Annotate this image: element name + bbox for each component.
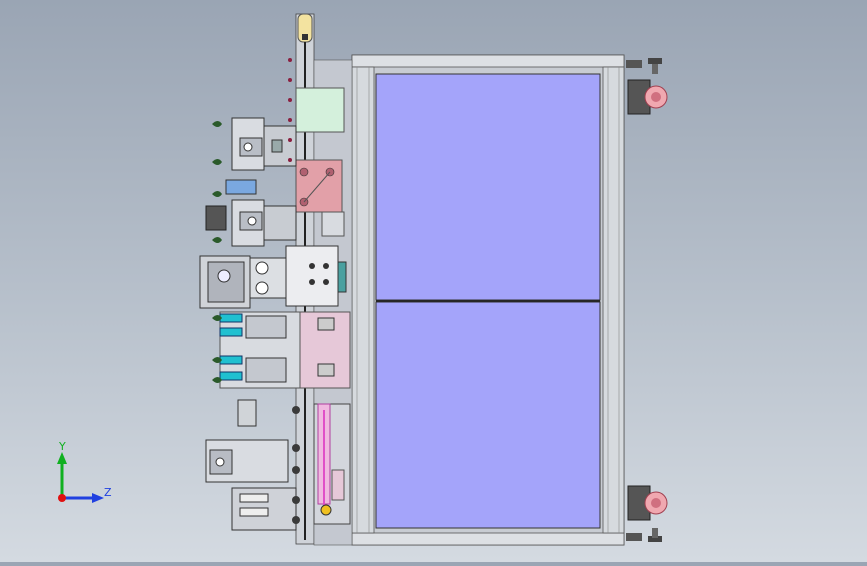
lower-panel (375, 301, 601, 529)
lower-assembly (205, 399, 351, 531)
glass-panels (375, 73, 601, 529)
clamp-unit-2 (205, 179, 297, 247)
z-axis-label: Z (104, 486, 112, 499)
caster-top (626, 58, 668, 115)
slide-assembly (212, 311, 351, 389)
coordinate-triad (57, 452, 104, 503)
caster-bottom (626, 485, 668, 542)
x-axis-dot (58, 494, 66, 502)
fasteners (288, 58, 300, 524)
upper-panel (375, 73, 601, 301)
clamp-unit-1 (212, 117, 297, 171)
carriage-upper (295, 87, 345, 237)
gripper-block (199, 245, 347, 309)
y-axis-label: Y (59, 440, 66, 453)
